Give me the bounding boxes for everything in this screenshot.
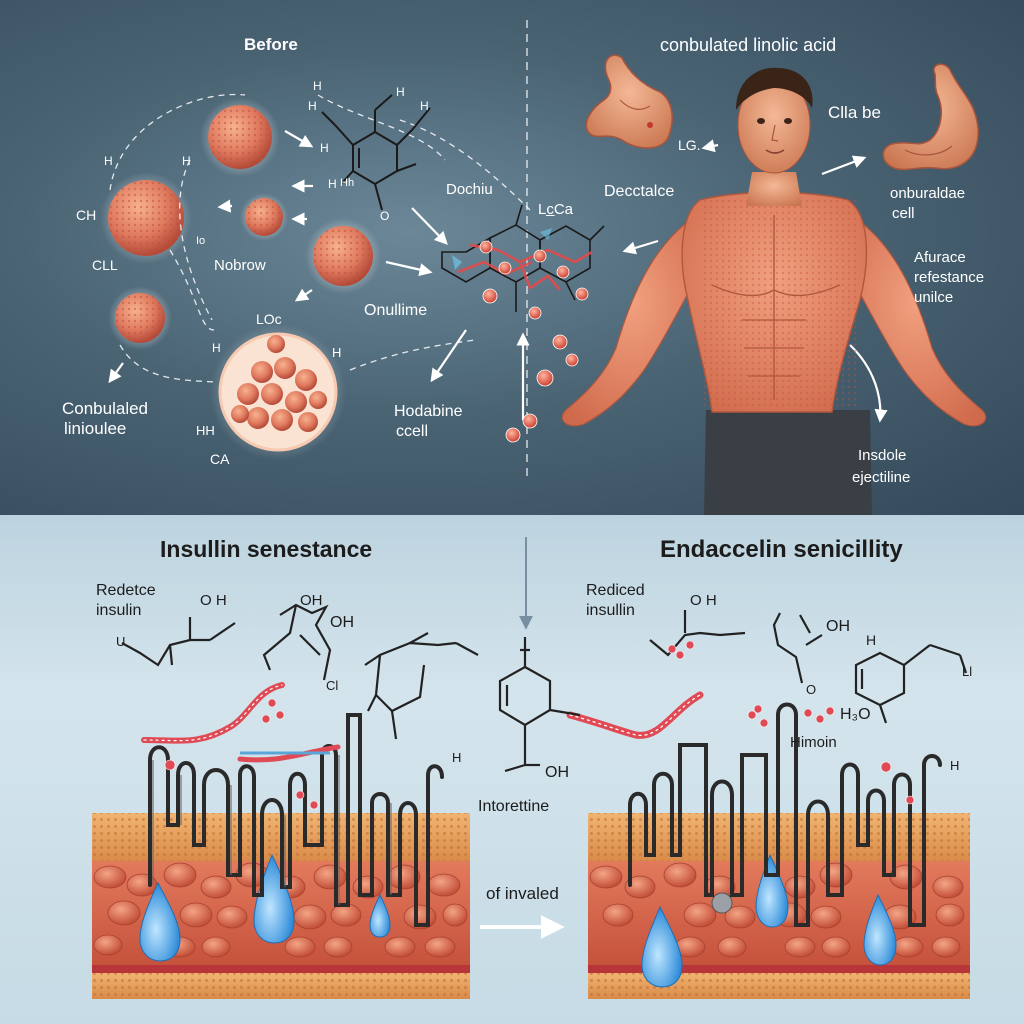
receptor-wires-right [628, 702, 942, 927]
atom-h-2: H [308, 99, 317, 113]
atom-oh-6: OH [300, 592, 323, 609]
fat-cell-middle [305, 218, 381, 294]
fat-cell-large-left [100, 172, 192, 264]
atom-h-mid: H [452, 750, 462, 765]
label-hh: HH [196, 423, 215, 438]
atom-oh-4: O H [690, 592, 717, 609]
atom-h-right: H [950, 758, 960, 773]
molecule-structure-top [321, 94, 431, 211]
label-lg: LG. [678, 137, 701, 153]
atom-h-6: H [328, 177, 337, 191]
receptor-wires-left-shade [152, 755, 392, 905]
atom-oh-5: OH [826, 618, 850, 635]
atom-h-3: H [396, 85, 405, 99]
atom-oh-2: OH [330, 614, 354, 631]
label-cll: CLL [92, 257, 118, 273]
atom-hh-small: Hh [340, 177, 355, 189]
label-reduce-right-line2: insullin [586, 602, 635, 619]
liver-organ [585, 54, 673, 149]
atom-h-4: H [420, 99, 429, 113]
label-onbur-line2: cell [892, 205, 915, 222]
atom-o: O [806, 682, 817, 697]
fat-cell-cluster-large [210, 324, 346, 460]
top-illustration [100, 20, 987, 515]
label-afurace-line3: unilce [914, 289, 954, 306]
title-insulin-sensitivity: Endaccelin senicillity [660, 536, 903, 563]
molecule-structure-center [441, 204, 605, 443]
label-intorettine: Intorettine [478, 798, 550, 815]
label-onullime: Onullime [364, 302, 428, 319]
label-inside-line1: Insdole [858, 447, 907, 464]
atom-l: Ll [962, 664, 973, 679]
title-before: Before [244, 35, 298, 54]
label-lc-ca: Lc̲Ca [538, 201, 574, 218]
label-of-invaled: of invaled [486, 884, 559, 903]
label-ch: CH [76, 207, 97, 223]
label-hodabine-line1: Hodabine [394, 403, 463, 420]
label-afurace-line2: refestance [914, 269, 985, 286]
label-nobrow: Nobrow [214, 257, 266, 274]
top-panel: Before conbulated linolic acid CH CLL No… [0, 0, 1024, 515]
atom-h-8: H [104, 154, 113, 168]
label-h2o: H₃O [840, 706, 871, 723]
label-ca: CA [210, 451, 230, 467]
fat-cell-small [240, 193, 288, 241]
label-dochiu: Dochiu [446, 181, 493, 198]
atom-h-big: H [332, 345, 342, 360]
label-inside-line2: ejectiline [852, 469, 911, 486]
receptor-wires-left [148, 713, 444, 927]
label-cila-be: Clla be [828, 103, 881, 122]
atom-u: U [116, 634, 126, 649]
human-figure [561, 67, 987, 515]
label-reduce-left-line1: Redetce [96, 582, 156, 599]
label-onbur-line1: onburaldae [890, 185, 966, 202]
label-reduce-right-line1: Rediced [586, 582, 645, 599]
atom-h-5: H [320, 141, 329, 155]
atom-o-1: O [380, 209, 390, 223]
particles-bottom [164, 640, 915, 810]
dashed-connectors [109, 93, 531, 383]
label-himoin: Himoin [790, 734, 837, 751]
title-insulin-resistance: Insullin senestance [160, 536, 373, 562]
bottom-illustration [92, 537, 970, 999]
atom-cl: Cl [326, 678, 339, 693]
atom-h-ring: H [866, 632, 877, 648]
flow-arrows [108, 130, 888, 423]
fat-cell-lower-left [108, 286, 172, 350]
bottom-panel: Insullin senestance Endaccelin senicilli… [0, 515, 1024, 1024]
atom-h-1: H [313, 79, 322, 93]
atom-h-7: H [182, 154, 191, 168]
label-loc-left: LOc [256, 311, 282, 327]
label-decctalce: Decctalce [604, 183, 675, 200]
title-conjugated-linoleic-acid: conbulated linolic acid [660, 35, 837, 55]
atom-h-9: H [212, 341, 221, 355]
atom-oh-3: OH [545, 764, 569, 781]
label-afurace-line1: Afurace [914, 249, 966, 266]
stomach-organ [882, 63, 979, 171]
label-hodabine-line2: ccell [396, 423, 429, 440]
label-reduce-left-line2: insulin [96, 602, 142, 619]
label-conbulated-line1: Conbulaled [62, 399, 149, 418]
atom-oh-1: O H [200, 592, 227, 609]
insulin-ribbons [141, 682, 704, 763]
label-io: Io [196, 235, 206, 247]
chem-structures-bottom [121, 603, 968, 773]
fat-cell-top [200, 97, 280, 177]
label-conbulated-line2: linioulee [64, 419, 127, 438]
